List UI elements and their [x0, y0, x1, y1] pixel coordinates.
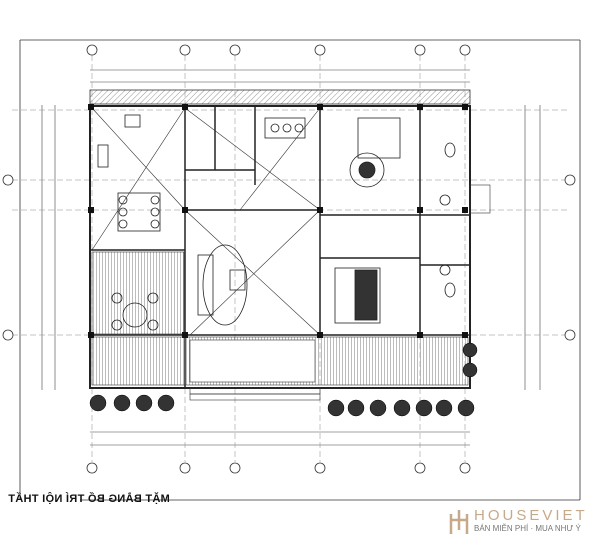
structural-columns — [88, 104, 468, 338]
watermark-tagline: BÁN MIỄN PHÍ · MUA NHƯ Ý — [474, 524, 581, 533]
top-wall-band — [89, 89, 471, 105]
entry-steps — [189, 184, 491, 401]
furniture — [97, 114, 456, 331]
dining-terrace — [91, 251, 185, 335]
watermark-logo: HOUSEVIET BÁN MIỄN PHÍ · MUA NHƯ Ý — [448, 506, 588, 536]
porch-walkway — [189, 339, 316, 383]
drawing-title: MẶT BẰNG BỐ TRÍ NỘI THẤT — [8, 493, 170, 505]
landscape-trees — [89, 342, 478, 417]
room-diagonals — [91, 107, 321, 336]
grid-bubbles — [2, 44, 576, 474]
drawing-frame — [19, 39, 581, 501]
dimension-lines — [41, 69, 541, 446]
watermark-brand: HOUSEVIET — [474, 507, 588, 524]
houseviet-logo-icon — [449, 510, 469, 534]
